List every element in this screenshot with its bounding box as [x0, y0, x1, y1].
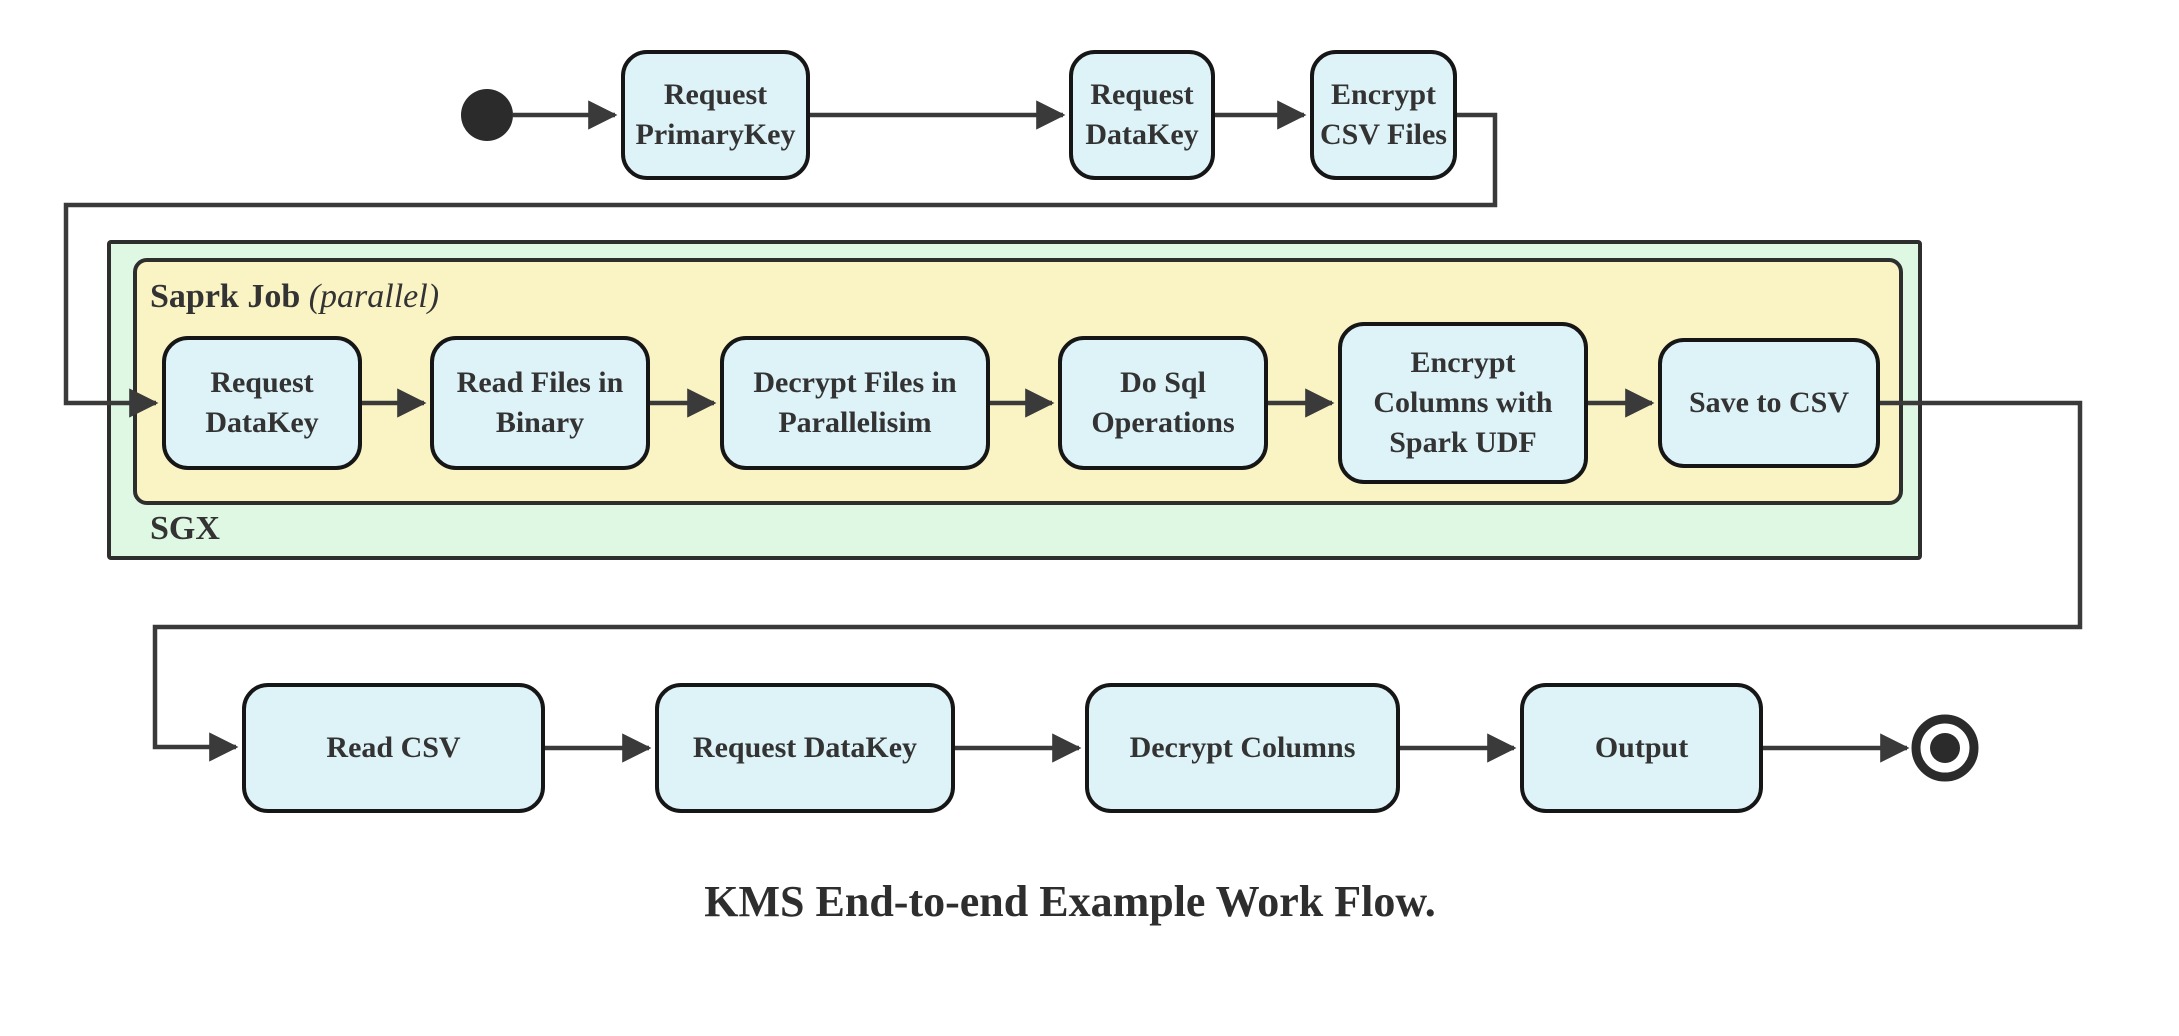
- node-decrypt-columns: Decrypt Columns: [1085, 683, 1400, 813]
- spark-job-label: Saprk Job (parallel): [150, 278, 439, 316]
- spark-job-title: Saprk Job: [150, 278, 301, 315]
- end-state-icon: [1911, 714, 1979, 782]
- diagram-caption: KMS End-to-end Example Work Flow.: [704, 877, 1436, 926]
- sgx-label: SGX: [150, 510, 220, 547]
- node-read-csv: Read CSV: [242, 683, 545, 813]
- node-request-datakey-bottom: Request DataKey: [655, 683, 955, 813]
- node-request-datakey-sgx: Request DataKey: [162, 336, 362, 470]
- node-output: Output: [1520, 683, 1763, 813]
- node-save-to-csv: Save to CSV: [1658, 338, 1880, 468]
- node-request-datakey-top: Request DataKey: [1069, 50, 1215, 180]
- node-read-files-in-binary: Read Files in Binary: [430, 336, 650, 470]
- node-do-sql-operations: Do Sql Operations: [1058, 336, 1268, 470]
- node-request-primarykey: Request PrimaryKey: [621, 50, 810, 180]
- spark-job-subtitle: (parallel): [308, 278, 440, 315]
- node-decrypt-files-in-parallelisim: Decrypt Files in Parallelisim: [720, 336, 990, 470]
- node-encrypt-csv-files: Encrypt CSV Files: [1310, 50, 1457, 180]
- node-encrypt-columns-with-spark-udf: Encrypt Columns with Spark UDF: [1338, 322, 1588, 484]
- start-state-icon: [461, 89, 513, 141]
